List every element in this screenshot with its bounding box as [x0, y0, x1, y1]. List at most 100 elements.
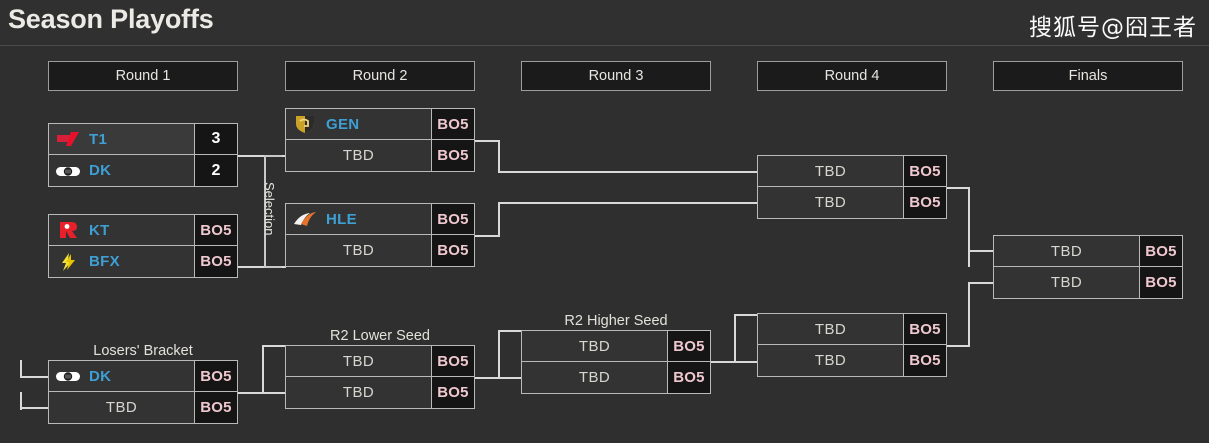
match-score: BO5	[431, 346, 474, 376]
connector-lowseed-vertical	[262, 345, 264, 393]
header-divider	[0, 45, 1209, 46]
match-row-bottom[interactable]: TBD BO5	[49, 392, 237, 423]
opponent-slot: DK	[49, 361, 194, 391]
match-score: BO5	[903, 314, 946, 344]
team-name: TBD	[814, 352, 847, 369]
round-header-round-1[interactable]: Round 1	[48, 61, 238, 91]
opponent-slot: KT	[49, 215, 194, 245]
match-r2-lower-seed[interactable]: TBD BO5 TBD BO5	[285, 345, 475, 409]
match-score: BO5	[194, 392, 237, 423]
connector-highseed-vertical	[498, 330, 500, 378]
match-r1m1[interactable]: T1 3 DK 2	[48, 123, 238, 187]
opponent-slot: TBD	[994, 236, 1139, 266]
match-row-bottom[interactable]: TBD BO5	[758, 187, 946, 218]
connector-r4m1-stub	[946, 187, 970, 189]
match-row-top[interactable]: TBD BO5	[758, 156, 946, 187]
match-row-top[interactable]: DK BO5	[49, 361, 237, 392]
match-row-top[interactable]: TBD BO5	[286, 346, 474, 377]
connector-lb-feed-bottom	[20, 407, 48, 409]
connector-r2m1-vertical	[498, 140, 500, 172]
match-score: BO5	[194, 361, 237, 391]
match-r4m1[interactable]: TBD BO5 TBD BO5	[757, 155, 947, 219]
match-score: BO5	[194, 246, 237, 277]
match-losers-bracket[interactable]: DK BO5 TBD BO5	[48, 360, 238, 424]
team-name: TBD	[1050, 274, 1083, 291]
team-name: TBD	[814, 320, 847, 338]
match-r2-higher-seed[interactable]: TBD BO5 TBD BO5	[521, 330, 711, 394]
title-bar: Season Playoffs 搜狐号@囧王者	[0, 0, 1209, 45]
match-r2m2[interactable]: HLE BO5 TBD BO5	[285, 203, 475, 267]
match-score: BO5	[903, 156, 946, 186]
connector-r4m2-to-finals	[968, 282, 994, 284]
match-row-top[interactable]: GEN BO5	[286, 109, 474, 140]
opponent-slot: TBD	[758, 187, 903, 218]
page-title: Season Playoffs	[8, 4, 214, 34]
match-row-bottom[interactable]: TBD BO5	[758, 345, 946, 376]
connector-highseed-in-top	[498, 330, 522, 332]
connector-lb-feed-bottom-vertical	[20, 392, 22, 410]
match-row-top[interactable]: T1 3	[49, 124, 237, 155]
match-row-top[interactable]: TBD BO5	[758, 314, 946, 345]
match-row-top[interactable]: TBD BO5	[522, 331, 710, 362]
round-header-label: Round 4	[824, 68, 880, 84]
team-name: BFX	[89, 253, 120, 270]
round-header-label: Round 1	[115, 68, 171, 84]
opponent-slot: TBD	[286, 140, 431, 171]
match-score: BO5	[1139, 236, 1182, 266]
opponent-slot: BFX	[49, 246, 194, 277]
opponent-slot: DK	[49, 155, 194, 186]
team-name: T1	[89, 130, 108, 148]
match-row-bottom[interactable]: TBD BO5	[286, 140, 474, 171]
match-r4m2[interactable]: TBD BO5 TBD BO5	[757, 313, 947, 377]
selection-bracket	[264, 155, 282, 268]
round-header-label: Round 2	[352, 68, 408, 84]
team-name: DK	[89, 162, 112, 179]
opponent-slot: TBD	[286, 235, 431, 266]
match-score: BO5	[431, 109, 474, 139]
match-score: BO5	[431, 377, 474, 408]
match-score: BO5	[194, 215, 237, 245]
match-row-top[interactable]: KT BO5	[49, 215, 237, 246]
round-header-finals[interactable]: Finals	[993, 61, 1183, 91]
opponent-slot: GEN	[286, 109, 431, 139]
match-row-top[interactable]: HLE BO5	[286, 204, 474, 235]
opponent-slot: TBD	[758, 156, 903, 186]
match-score: 3	[194, 124, 237, 154]
round-header-round-2[interactable]: Round 2	[285, 61, 475, 91]
connector-r4m2-vertical	[968, 282, 970, 346]
gen-logo	[292, 113, 318, 135]
hle-logo	[292, 208, 318, 230]
opponent-slot: TBD	[758, 314, 903, 344]
connector-r2m1-to-r4m1	[498, 171, 758, 173]
team-name: TBD	[342, 242, 375, 259]
connector-r2m2-stub	[474, 235, 500, 237]
opponent-slot: HLE	[286, 204, 431, 234]
team-name: TBD	[578, 337, 611, 355]
match-finals[interactable]: TBD BO5 TBD BO5	[993, 235, 1183, 299]
match-score: BO5	[431, 204, 474, 234]
team-name: HLE	[326, 210, 357, 228]
round-header-round-3[interactable]: Round 3	[521, 61, 711, 91]
round-header-label: Finals	[1068, 68, 1108, 84]
connector-r4m2-vertical	[734, 314, 736, 362]
connector-r4m2-in-top	[734, 314, 758, 316]
match-row-top[interactable]: TBD BO5	[994, 236, 1182, 267]
connector-lb1-to-lowseed	[238, 392, 286, 394]
match-score: 2	[194, 155, 237, 186]
match-row-bottom[interactable]: TBD BO5	[286, 235, 474, 266]
match-row-bottom[interactable]: TBD BO5	[994, 267, 1182, 298]
opponent-slot: T1	[49, 124, 194, 154]
match-row-bottom[interactable]: TBD BO5	[286, 377, 474, 408]
match-row-bottom[interactable]: BFX BO5	[49, 246, 237, 277]
team-name: TBD	[814, 162, 847, 180]
opponent-slot: TBD	[994, 267, 1139, 298]
match-r1m2[interactable]: KT BO5 BFX BO5	[48, 214, 238, 278]
match-row-bottom[interactable]: DK 2	[49, 155, 237, 186]
match-row-bottom[interactable]: TBD BO5	[522, 362, 710, 393]
round-header-round-4[interactable]: Round 4	[757, 61, 947, 91]
match-r2m1[interactable]: GEN BO5 TBD BO5	[285, 108, 475, 172]
connector-lb-feed-top-vertical	[20, 360, 22, 378]
selection-label: Selection	[262, 182, 277, 236]
dk-logo	[55, 365, 81, 387]
